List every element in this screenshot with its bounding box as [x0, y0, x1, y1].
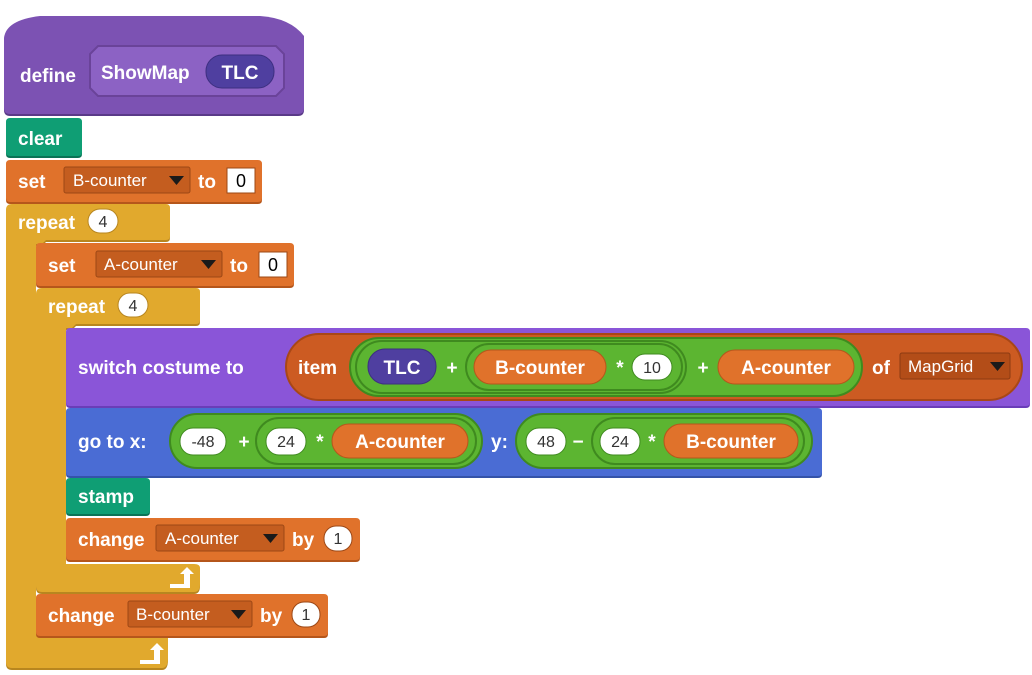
tlc-param-text: TLC [384, 358, 421, 379]
chevron-down-icon [263, 534, 278, 543]
custom-block-name: ShowMap [101, 63, 190, 84]
inner-repeat-count-text: 4 [129, 298, 138, 315]
outer-loop-arrow-icon [140, 643, 164, 664]
custom-param-tlc-text: TLC [222, 63, 259, 84]
change-a-by-label: by [292, 530, 315, 551]
mapgrid-list-dropdown[interactable] [899, 352, 1011, 380]
inner-repeat-block[interactable]: repeat 4 [36, 288, 200, 594]
set-a-value-input[interactable] [258, 251, 288, 278]
change-b-label: change [48, 606, 115, 627]
set-a-counter-block[interactable]: set A-counter to 0 [36, 243, 294, 288]
set-b-value-input[interactable] [226, 167, 256, 194]
b-counter-dropdown-text: B-counter [73, 171, 147, 190]
switch-costume-block[interactable]: switch costume to item TLC + B-counter *… [66, 328, 1030, 408]
outer-repeat-count-input[interactable] [87, 208, 119, 234]
b-counter-reporter-text: B-counter [495, 358, 585, 379]
y-mult-number-input[interactable] [599, 427, 641, 456]
set-b-label: set [18, 172, 46, 193]
plus-symbol-1: + [446, 358, 457, 379]
y-b-counter-text: B-counter [686, 432, 776, 453]
set-b-to-label: to [198, 172, 216, 193]
b-counter-variable-dropdown[interactable] [63, 166, 191, 194]
set-b-counter-block[interactable]: set B-counter to 0 [6, 160, 262, 204]
chevron-down-icon [990, 362, 1005, 371]
a-counter-reporter[interactable] [717, 349, 855, 385]
times-symbol-1: * [616, 358, 624, 379]
switch-costume-label: switch costume to [78, 358, 244, 379]
x-start-number-text: -48 [191, 434, 214, 451]
x-start-number-input[interactable] [179, 427, 227, 456]
clear-block[interactable]: clear [6, 118, 82, 158]
tlc-param-reporter[interactable] [367, 348, 437, 385]
change-b-by-label: by [260, 606, 283, 627]
a-counter-reporter-text: A-counter [741, 358, 831, 379]
change-b-dropdown-text: B-counter [136, 605, 210, 624]
set-a-to-label: to [230, 256, 248, 277]
x-a-counter-text: A-counter [355, 432, 445, 453]
plus-symbol-2: + [697, 358, 708, 379]
inner-repeat-count-input[interactable] [117, 292, 149, 318]
change-a-value-text: 1 [334, 531, 343, 548]
a-counter-dropdown-text: A-counter [104, 255, 178, 274]
inner-repeat-label: repeat [48, 297, 106, 318]
change-a-dropdown-text: A-counter [165, 529, 239, 548]
go-to-x-label: go to x: [78, 432, 147, 453]
x-times-symbol: * [316, 432, 324, 453]
y-minus-symbol: − [572, 432, 583, 453]
inner-loop-arrow-icon [170, 567, 194, 588]
change-b-variable-dropdown[interactable] [127, 600, 253, 628]
change-b-value-input[interactable] [291, 601, 321, 628]
outer-repeat-count-text: 4 [99, 214, 108, 231]
define-hat-block[interactable]: define ShowMap TLC [4, 16, 304, 116]
change-b-counter-block[interactable]: change B-counter by 1 [36, 594, 328, 638]
set-a-label: set [48, 256, 76, 277]
chevron-down-icon [169, 176, 184, 185]
y-times-symbol: * [648, 432, 656, 453]
y-b-counter-reporter[interactable] [663, 423, 799, 459]
b-counter-reporter[interactable] [473, 349, 607, 385]
stamp-label: stamp [78, 487, 134, 508]
change-b-value-text: 1 [302, 607, 311, 624]
a-counter-variable-dropdown[interactable] [95, 250, 223, 278]
stamp-block[interactable]: stamp [66, 478, 150, 516]
custom-param-tlc[interactable] [205, 54, 275, 89]
ten-number-input[interactable] [631, 353, 673, 381]
change-a-label: change [78, 530, 145, 551]
x-plus-symbol: + [238, 432, 249, 453]
y-label: y: [491, 432, 508, 453]
set-b-value-text: 0 [236, 171, 246, 191]
y-start-number-text: 48 [537, 434, 555, 451]
chevron-down-icon [201, 260, 216, 269]
define-keyword: define [20, 66, 76, 87]
change-a-value-input[interactable] [323, 525, 353, 552]
x-mult-number-input[interactable] [265, 427, 307, 456]
go-to-xy-block[interactable]: go to x: -48 + 24 * A-counter y: 48 − 24… [66, 408, 822, 478]
of-label: of [872, 358, 891, 379]
ten-number-text: 10 [643, 360, 661, 377]
clear-label: clear [18, 129, 63, 150]
outer-repeat-label: repeat [18, 213, 76, 234]
mapgrid-list-text: MapGrid [908, 357, 973, 376]
item-label: item [298, 358, 337, 379]
change-a-variable-dropdown[interactable] [155, 524, 285, 552]
outer-repeat-block[interactable]: repeat 4 [6, 204, 170, 670]
x-a-counter-reporter[interactable] [331, 423, 469, 459]
chevron-down-icon [231, 610, 246, 619]
set-a-value-text: 0 [268, 255, 278, 275]
x-mult-number-text: 24 [277, 434, 295, 451]
change-a-counter-block[interactable]: change A-counter by 1 [66, 518, 360, 562]
y-start-number-input[interactable] [525, 427, 567, 456]
y-mult-number-text: 24 [611, 434, 629, 451]
